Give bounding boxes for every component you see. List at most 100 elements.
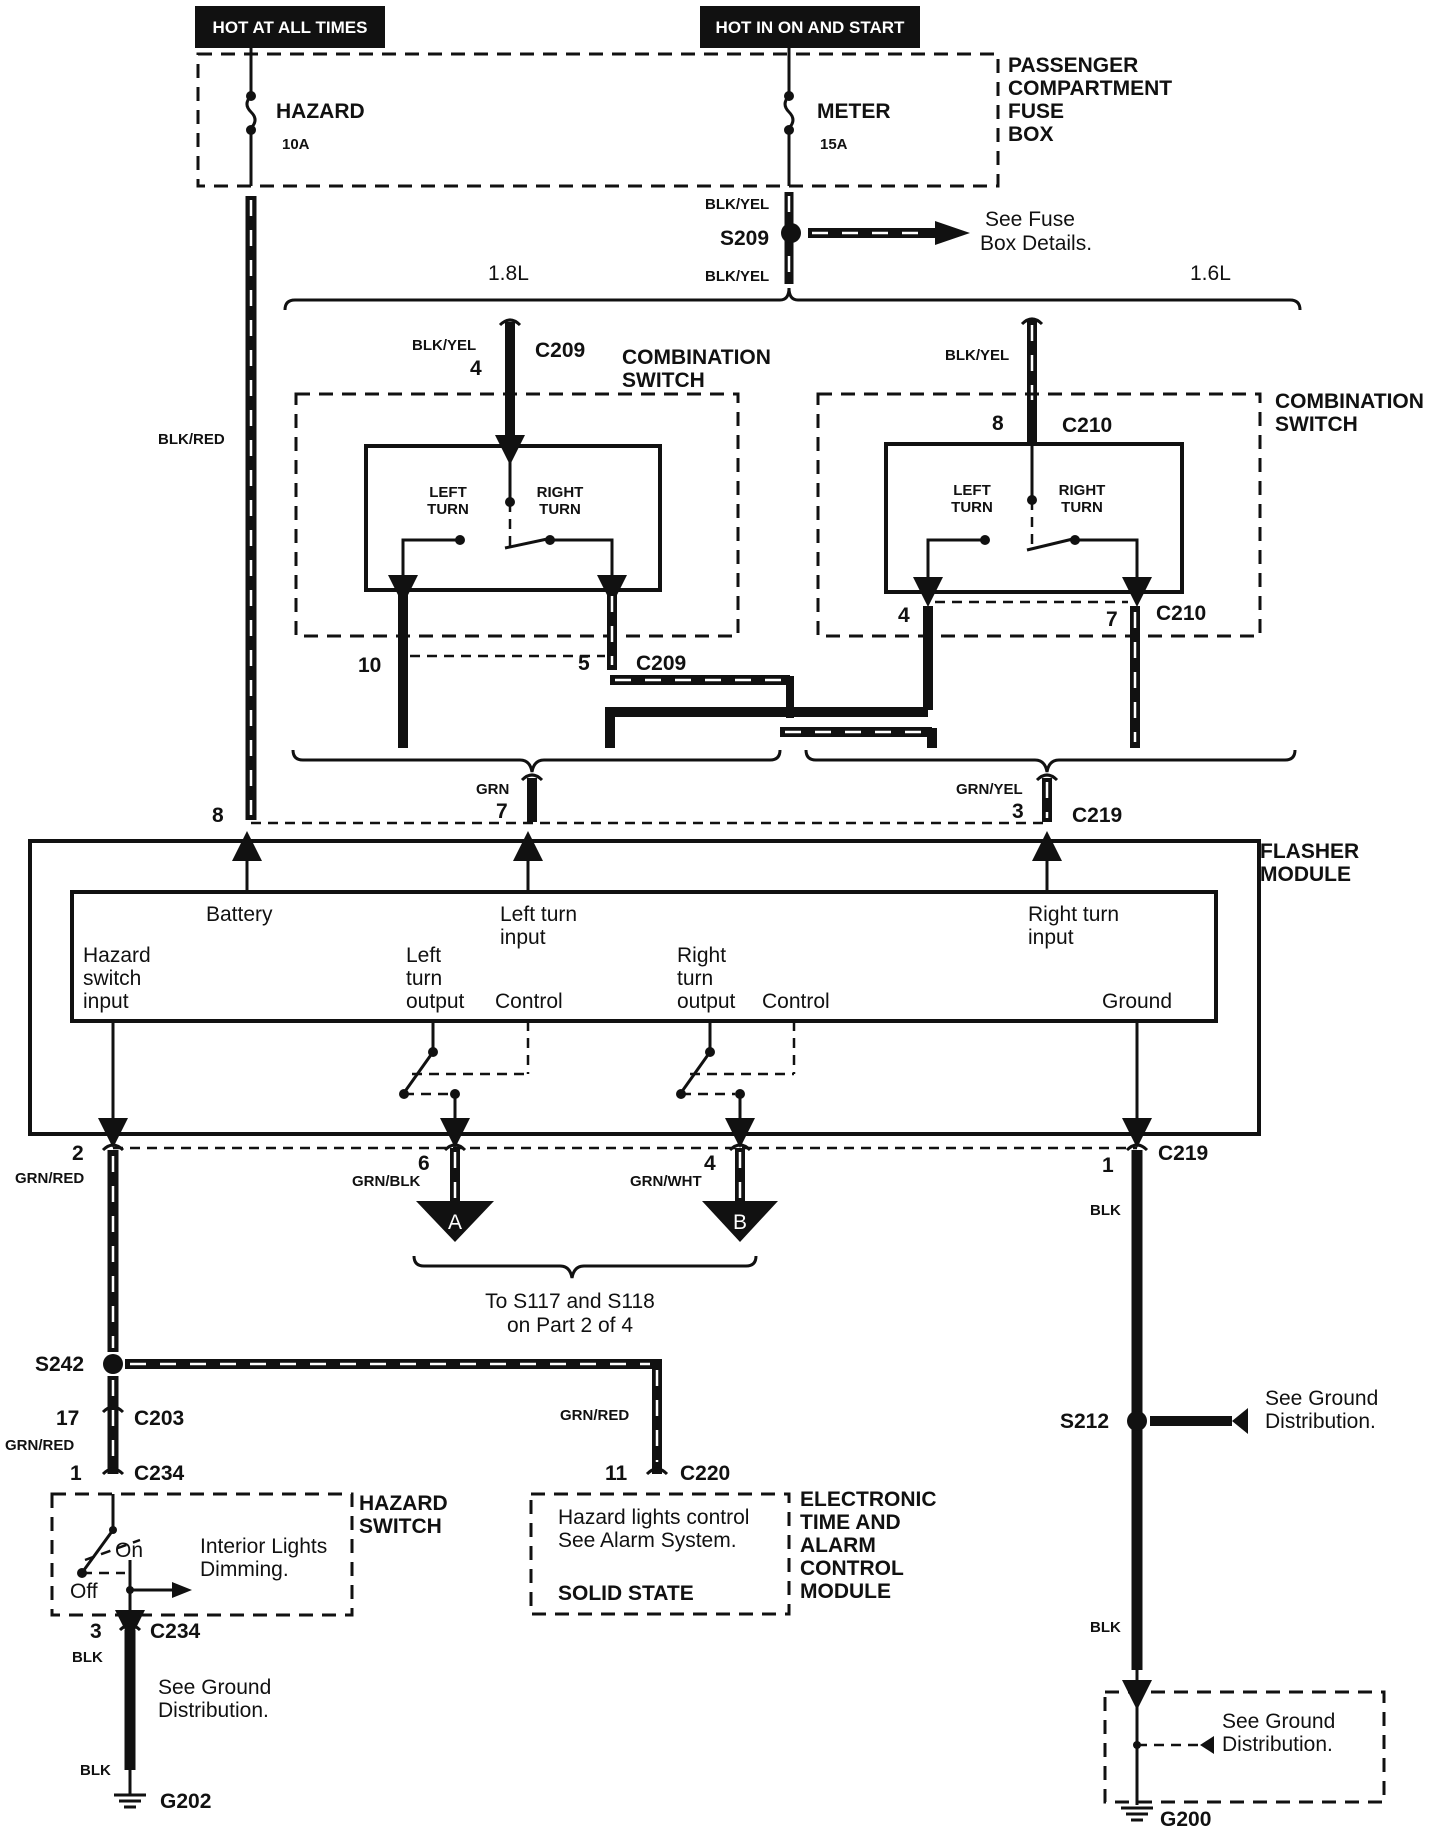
s242-branch-wire-color: GRN/RED — [560, 1407, 629, 1424]
hazard-ground-wire — [118, 1623, 142, 1770]
svg-text:COMPARTMENT: COMPARTMENT — [1008, 77, 1172, 100]
s242-splice-dot — [103, 1354, 123, 1374]
c203-pin: 17 — [56, 1407, 79, 1430]
combo-16-connector: C210 — [1062, 414, 1112, 437]
c234-bottom-pin: 3 — [90, 1620, 102, 1643]
combo-16-right-turn-1: RIGHT — [1059, 482, 1106, 499]
flasher-right-output-1: Right — [677, 944, 726, 967]
combo-16-turn-switch-icon — [913, 446, 1152, 607]
hazard-switch-off: Off — [70, 1580, 98, 1603]
flasher-right-turn-input-1: Right turn — [1028, 903, 1119, 926]
etacm-pin: 11 — [605, 1462, 628, 1485]
s212-ground-arrow — [1150, 1408, 1248, 1434]
hazard-switch-feed-wire — [101, 1376, 125, 1476]
s209-note-line2: Box Details. — [980, 232, 1092, 255]
out-pin-left: 6 — [418, 1152, 430, 1175]
flasher-title-1: FLASHER — [1260, 840, 1359, 863]
combo-18-pin-right: 5 — [578, 652, 590, 675]
c234-bottom-label: C234 — [150, 1620, 201, 1643]
svg-text:HOT AT ALL TIMES: HOT AT ALL TIMES — [213, 18, 368, 37]
combo-18-pin-in: 4 — [470, 357, 482, 380]
combo-18-wire-in: BLK/YEL — [412, 337, 476, 354]
right-output-wire — [728, 1143, 752, 1202]
s209-wire-bottom: BLK/YEL — [705, 268, 769, 285]
combo-18-bottom-brace — [291, 749, 782, 773]
flasher-pin-battery: 8 — [212, 804, 224, 827]
flasher-hazard-input-1: Hazard — [83, 944, 151, 967]
flasher-ground-label: Ground — [1102, 990, 1172, 1013]
flasher-logic-block — [70, 890, 1218, 1023]
flasher-wire-left: GRN — [476, 781, 509, 798]
combo-18-right-turn-2: TURN — [539, 501, 581, 518]
svg-text:HOT IN ON AND START: HOT IN ON AND START — [716, 18, 905, 37]
g200-ground-icon — [1121, 1806, 1153, 1822]
g200-note-1: See Ground — [1222, 1710, 1335, 1733]
flasher-control-left: Control — [495, 990, 563, 1013]
hot-at-all-times-tag: HOT AT ALL TIMES — [195, 6, 385, 48]
dimming-line1: Interior Lights — [200, 1535, 327, 1558]
c203-wire-color: GRN/RED — [5, 1437, 74, 1454]
combo-18-right-turn-1: RIGHT — [537, 484, 584, 501]
flasher-right-input-wire — [1035, 773, 1059, 822]
s212-note-2: Distribution. — [1265, 1410, 1376, 1433]
svg-text:BOX: BOX — [1008, 123, 1054, 146]
hot-in-on-and-start-tag: HOT IN ON AND START — [700, 6, 920, 48]
to-s117-line1: To S117 and S118 — [485, 1290, 655, 1313]
flasher-hazard-input-2: switch — [83, 967, 141, 990]
hazard-ground-wire-color-2: BLK — [80, 1762, 111, 1779]
etacm-text-2: See Alarm System. — [558, 1529, 737, 1552]
to-s117-brace — [412, 1255, 758, 1279]
g200-label: G200 — [1160, 1808, 1211, 1831]
arrow-a-icon — [416, 1201, 494, 1242]
combo-18-turn-switch-icon — [388, 435, 627, 605]
flasher-left-output-3: output — [406, 990, 465, 1013]
combo-18-switch-body — [364, 444, 662, 592]
hazard-ground-wire-color-1: BLK — [72, 1649, 103, 1666]
flasher-wire-right: GRN/YEL — [956, 781, 1023, 798]
out-wire-left: GRN/BLK — [352, 1173, 420, 1190]
engine-16l-label: 1.6L — [1190, 262, 1231, 285]
ground-main-wire — [1125, 1143, 1149, 1670]
combo-18-feed-wire — [498, 318, 522, 450]
hazard-switch-title-2: SWITCH — [359, 1515, 442, 1538]
flasher-title-2: MODULE — [1260, 863, 1351, 886]
hazard-switch-icon — [77, 1494, 192, 1640]
hazard-ground-note-2: Distribution. — [158, 1699, 269, 1722]
combo-18-connector: C209 — [535, 339, 585, 362]
out-pin-right: 4 — [704, 1152, 716, 1175]
meter-fuse-name: METER — [817, 100, 891, 123]
flasher-hazard-input-3: input — [83, 990, 129, 1013]
hazard-ground-note-1: See Ground — [158, 1676, 271, 1699]
etacm-title: ELECTRONIC TIME AND ALARM CONTROL MODULE — [800, 1488, 937, 1603]
engine-variant-brace — [283, 287, 1302, 311]
arrow-b-icon — [702, 1201, 778, 1242]
etacm-text-1: Hazard lights control — [558, 1506, 749, 1529]
combo-16-feed-wire — [1020, 317, 1044, 444]
hazard-switch-on: On — [115, 1539, 143, 1562]
hazard-fuse-icon — [245, 48, 257, 135]
fuse-box-outline — [196, 52, 1000, 188]
combo-18-title-1: COMBINATION — [622, 346, 771, 369]
arrow-a-label: A — [448, 1211, 462, 1234]
svg-text:PASSENGER: PASSENGER — [1008, 54, 1138, 77]
g200-note-2: Distribution. — [1222, 1733, 1333, 1756]
flasher-battery-label: Battery — [206, 903, 273, 926]
svg-text:ALARM: ALARM — [800, 1534, 876, 1557]
g202-label: G202 — [160, 1790, 211, 1813]
svg-text:ELECTRONIC: ELECTRONIC — [800, 1488, 937, 1511]
flasher-right-turn-input-2: input — [1028, 926, 1074, 949]
s209-wire-top: BLK/YEL — [705, 196, 769, 213]
flasher-left-turn-input-1: Left turn — [500, 903, 577, 926]
s209-splice-dot — [781, 223, 801, 243]
left-output-wire — [443, 1143, 467, 1202]
combo-16-pin-left: 4 — [898, 604, 910, 627]
combo-18-title-2: SWITCH — [622, 369, 705, 392]
hazard-fuse-name: HAZARD — [276, 100, 365, 123]
combo-16-bottom-brace — [804, 749, 1297, 773]
combo-18-connector-bottom: C209 — [636, 652, 686, 675]
etacm-outline — [529, 1492, 791, 1616]
s212-splice-dot — [1127, 1411, 1147, 1431]
combo-16-title-1: COMBINATION — [1275, 390, 1424, 413]
svg-text:FUSE: FUSE — [1008, 100, 1064, 123]
